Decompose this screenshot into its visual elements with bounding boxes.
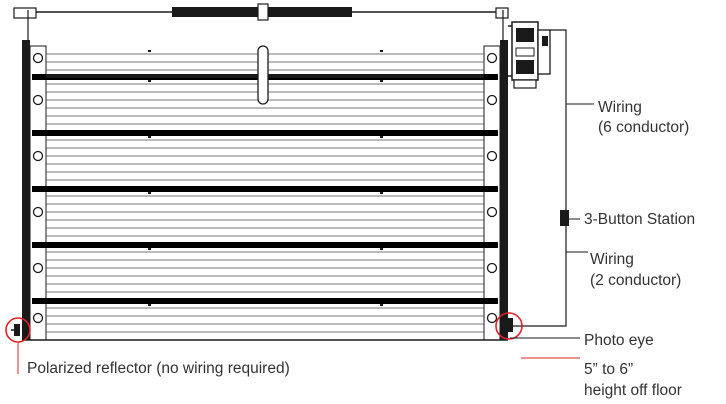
label-button-station: 3-Button Station (584, 211, 696, 228)
label-photo-eye: Photo eye (584, 332, 654, 349)
photo-eye-icon (495, 312, 523, 340)
door-section (32, 130, 498, 181)
door-section (32, 242, 498, 293)
roller (486, 206, 498, 218)
label-reflector: Polarized reflector (no wiring required) (27, 360, 290, 377)
door-operator-icon (508, 21, 551, 89)
roller (486, 94, 498, 106)
roller (486, 150, 498, 162)
label-wiring-2-line2: (2 conductor) (590, 272, 682, 289)
label-height-line1: 5” to 6” (584, 361, 634, 378)
torsion-spring-assembly (13, 3, 509, 40)
roller (32, 262, 44, 274)
roller (32, 52, 44, 64)
roller (32, 312, 44, 324)
roller (32, 206, 44, 218)
lift-handle (257, 45, 269, 105)
roller (32, 94, 44, 106)
roller (486, 262, 498, 274)
label-height-line2: height off floor (584, 382, 682, 399)
label-wiring-6-line1: Wiring (598, 99, 642, 116)
label-wiring-6-line2: (6 conductor) (598, 119, 690, 136)
roller (32, 150, 44, 162)
roller (486, 52, 498, 64)
door-section (32, 298, 498, 333)
door-section (32, 186, 498, 237)
button-station-icon (560, 210, 569, 226)
label-wiring-2-line1: Wiring (590, 251, 634, 268)
wiring-6-conductor (550, 29, 567, 210)
callout-leaders (17, 103, 594, 374)
roller (486, 312, 498, 324)
wiring-2-conductor (508, 226, 567, 327)
track-rollers (32, 52, 498, 324)
